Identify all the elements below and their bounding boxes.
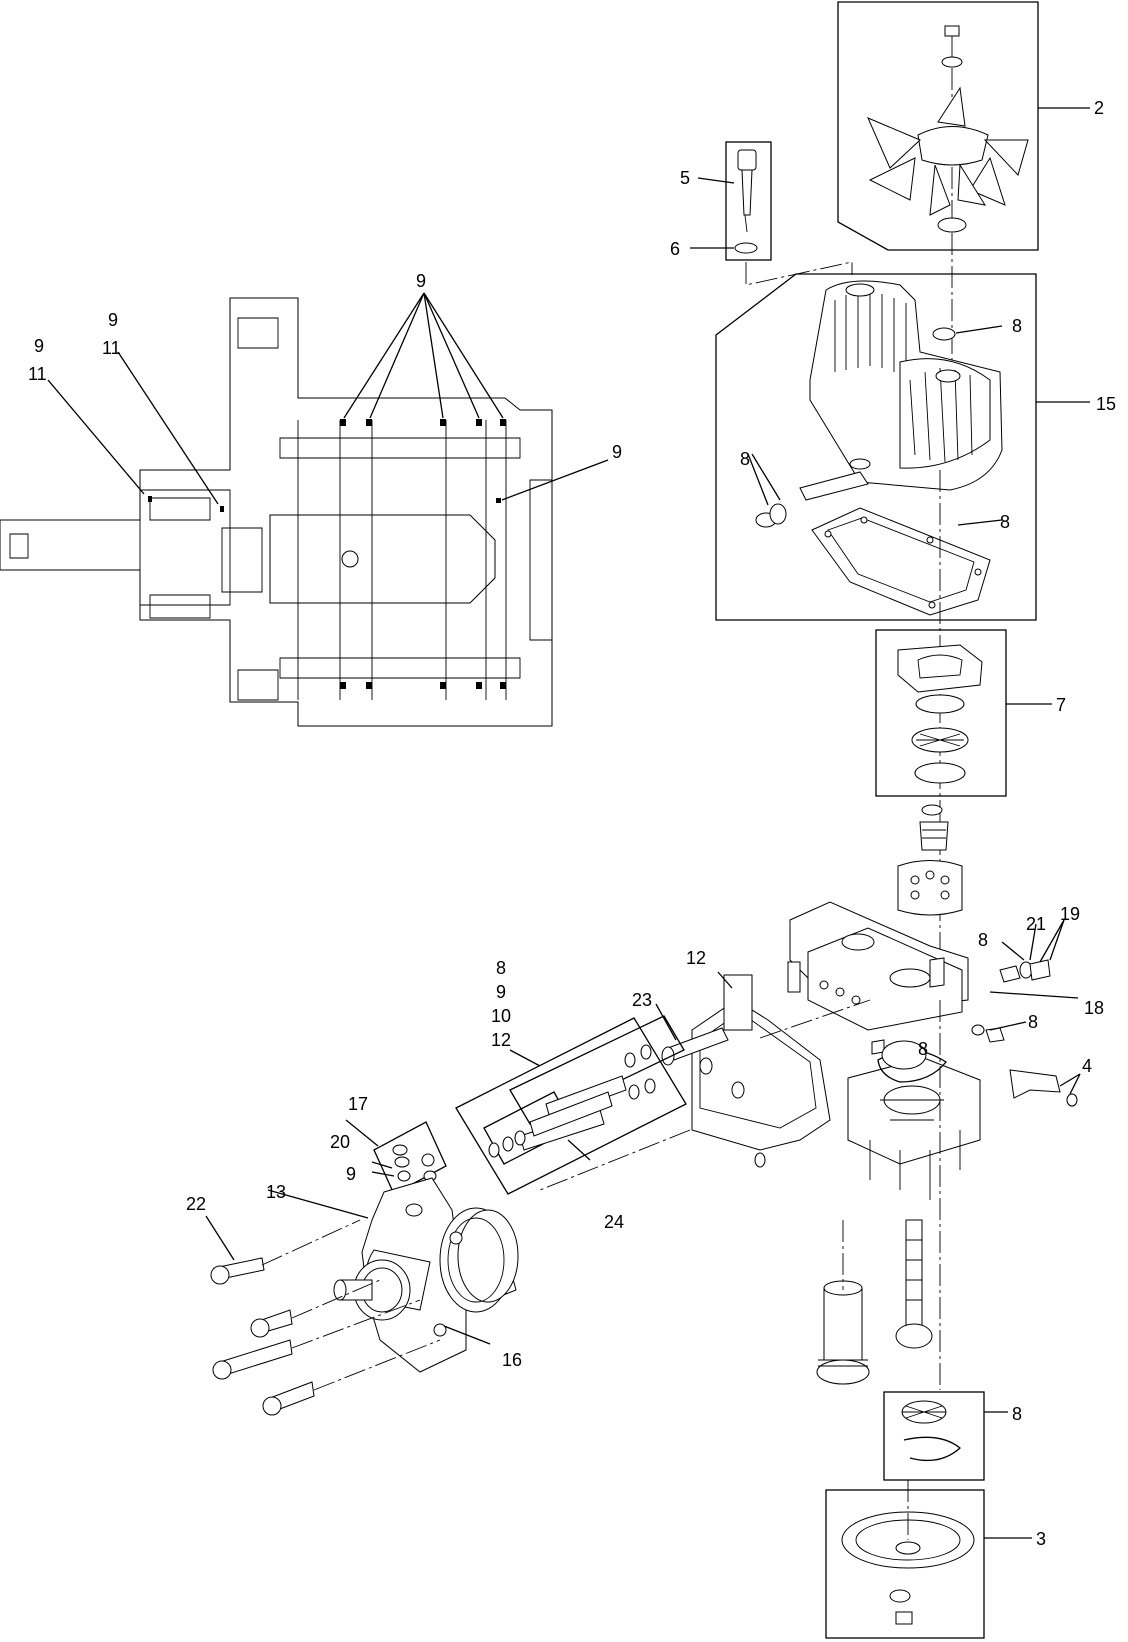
pulley-kit-group bbox=[825, 1480, 1032, 1639]
callout-21: 21 bbox=[1026, 914, 1046, 934]
callout-18: 18 bbox=[1084, 998, 1104, 1018]
callout-stack-9: 9 bbox=[496, 982, 506, 1002]
callout-19: 19 bbox=[1060, 904, 1080, 924]
callout-20: 20 bbox=[330, 1132, 350, 1152]
callout-stack-8: 8 bbox=[496, 958, 506, 978]
callout-5: 5 bbox=[680, 168, 690, 188]
callout-9-left-a: 9 bbox=[108, 310, 118, 330]
main-housing-group bbox=[787, 901, 1081, 1390]
callout-9-kit: 9 bbox=[346, 1164, 356, 1184]
callout-9-left-b: 9 bbox=[34, 336, 44, 356]
bearing-kit-group bbox=[883, 1391, 1008, 1481]
callout-22: 22 bbox=[186, 1194, 206, 1214]
callout-8-port: 8 bbox=[1028, 1012, 1038, 1032]
callout-4: 4 bbox=[1082, 1056, 1092, 1076]
callout-24: 24 bbox=[604, 1212, 624, 1232]
callout-stack-10: 10 bbox=[491, 1006, 511, 1026]
swashplate-kit-group bbox=[875, 470, 1052, 960]
callout-stack-12: 12 bbox=[491, 1030, 511, 1050]
callout-8-valve: 8 bbox=[978, 930, 988, 950]
center-section-group bbox=[455, 971, 871, 1195]
callout-11-left-b: 11 bbox=[28, 364, 47, 384]
callout-8-vent: 8 bbox=[1012, 316, 1022, 336]
callout-8-oring: 8 bbox=[918, 1039, 928, 1059]
callout-16: 16 bbox=[502, 1350, 522, 1370]
dipstick-kit-group bbox=[690, 141, 853, 286]
callout-8-arm: 8 bbox=[740, 449, 750, 469]
callout-8-bearing: 8 bbox=[1012, 1404, 1022, 1424]
callout-7: 7 bbox=[1056, 695, 1066, 715]
callout-8-gasket: 8 bbox=[1000, 512, 1010, 532]
callout-23: 23 bbox=[632, 990, 652, 1010]
motor-group bbox=[205, 1119, 519, 1416]
callout-15: 15 bbox=[1096, 394, 1116, 414]
callout-12-top: 12 bbox=[686, 948, 706, 968]
callout-2: 2 bbox=[1094, 98, 1104, 118]
callout-3: 3 bbox=[1036, 1529, 1046, 1549]
callout-17: 17 bbox=[348, 1094, 368, 1114]
callout-13: 13 bbox=[266, 1182, 286, 1202]
callout-9-right: 9 bbox=[612, 442, 622, 462]
housing-cover-group bbox=[715, 273, 1090, 621]
callout-6: 6 bbox=[670, 239, 680, 259]
callout-9-top: 9 bbox=[416, 271, 426, 291]
fan-kit-group bbox=[837, 1, 1090, 470]
callout-11-left-a: 11 bbox=[102, 338, 121, 358]
cross-section-view bbox=[0, 292, 609, 727]
